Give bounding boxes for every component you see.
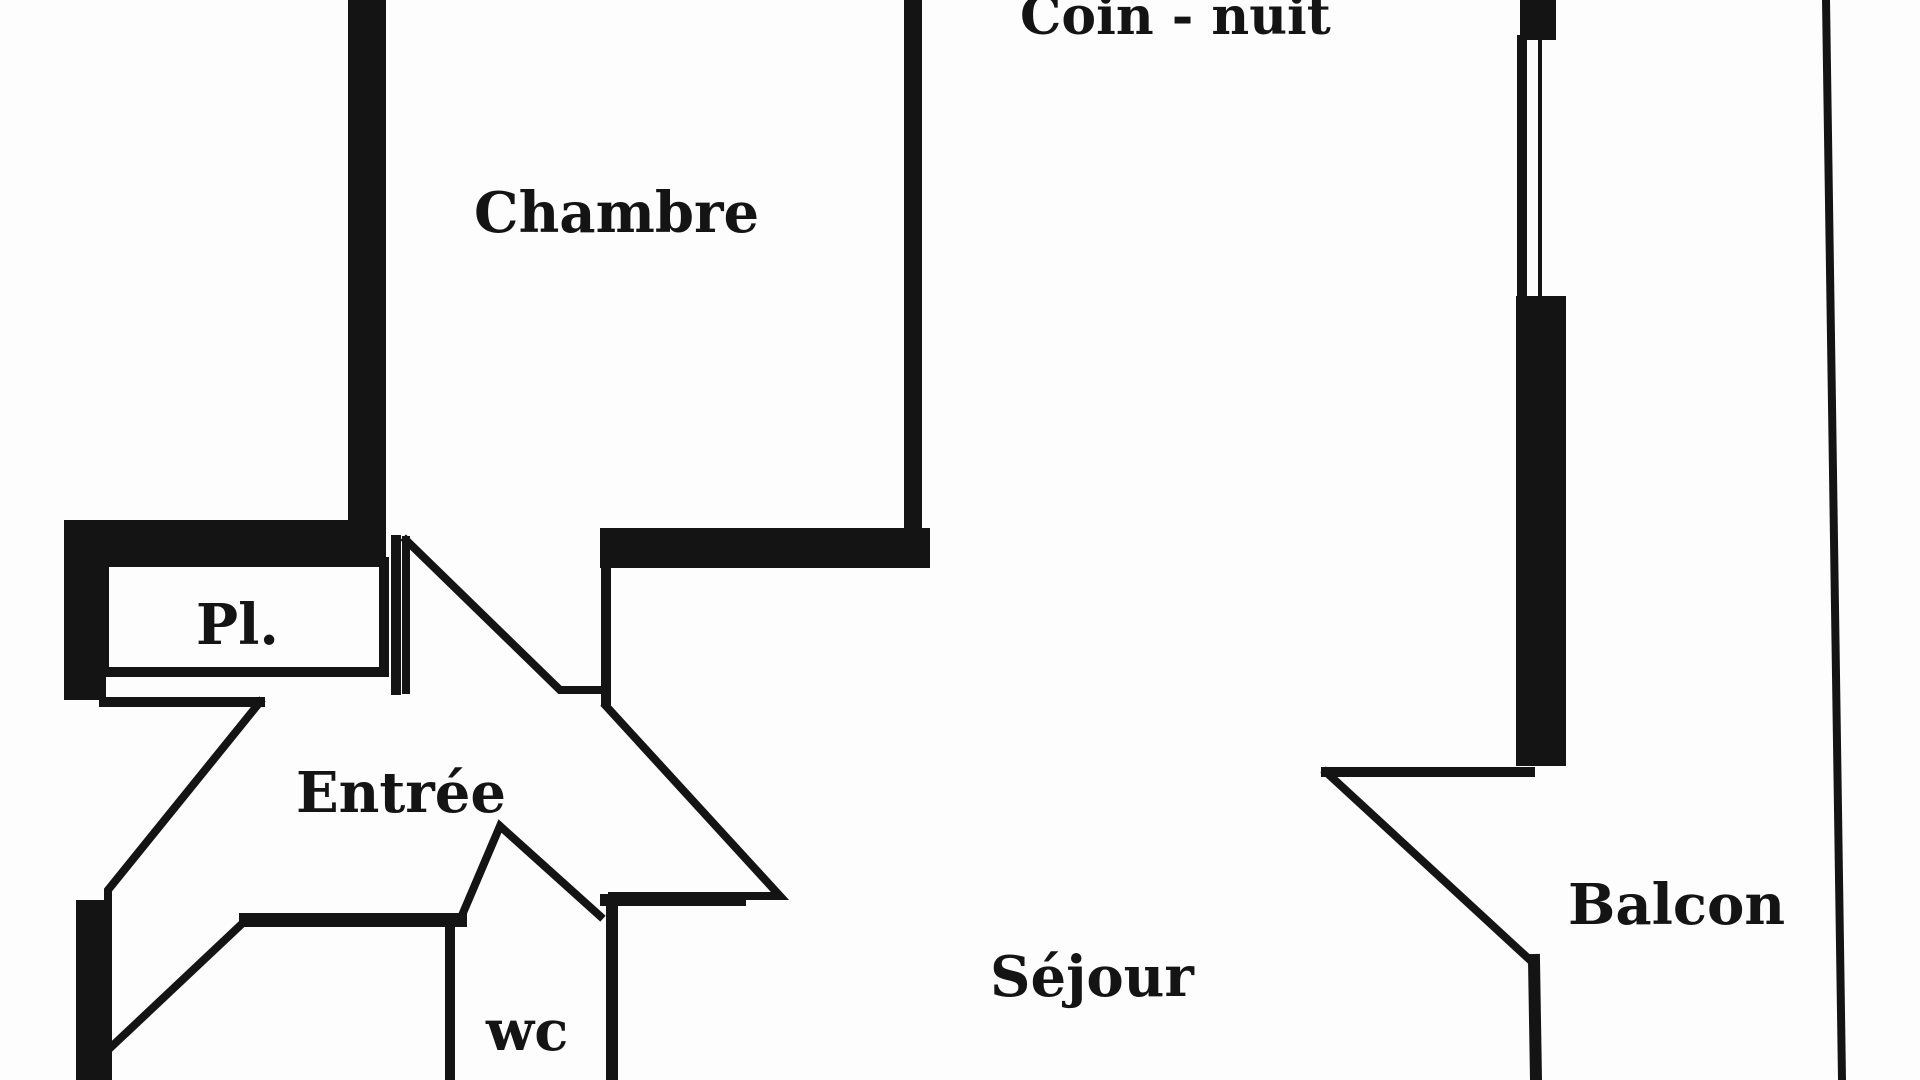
label-entree: Entrée (296, 760, 506, 826)
label-balcon: Balcon (1568, 872, 1785, 938)
placard-box (99, 557, 389, 677)
thin-walls (99, 0, 1847, 1080)
label-wc: wc (485, 998, 568, 1064)
outer-right-line (1821, 0, 1847, 1080)
entry-door-swing (104, 696, 266, 1054)
sejour-door-swing (600, 700, 790, 900)
label-coin-nuit: Coin - nuit (1020, 0, 1331, 47)
wc-door-swing (454, 819, 606, 926)
wall-placard-top (64, 520, 386, 560)
balcon-door-swing (1320, 766, 1536, 966)
label-chambre: Chambre (474, 180, 759, 246)
wall-chambre-left (348, 0, 386, 560)
label-placard: Pl. (196, 592, 279, 658)
label-sejour: Séjour (990, 944, 1195, 1010)
wall-chambre-right (904, 0, 922, 568)
entry-door-swing-lower (102, 914, 252, 1056)
wall-window-top (1520, 0, 1556, 40)
wall-chambre-bottom-right (600, 528, 930, 568)
chambre-door-swing (400, 534, 604, 694)
door-swings (99, 534, 1536, 1056)
room-labels: Coin - nuit Chambre Pl. Entrée wc Séjour… (196, 0, 1785, 1064)
wall-window-middle (1516, 296, 1566, 766)
balcon-jamb (1527, 953, 1543, 1080)
